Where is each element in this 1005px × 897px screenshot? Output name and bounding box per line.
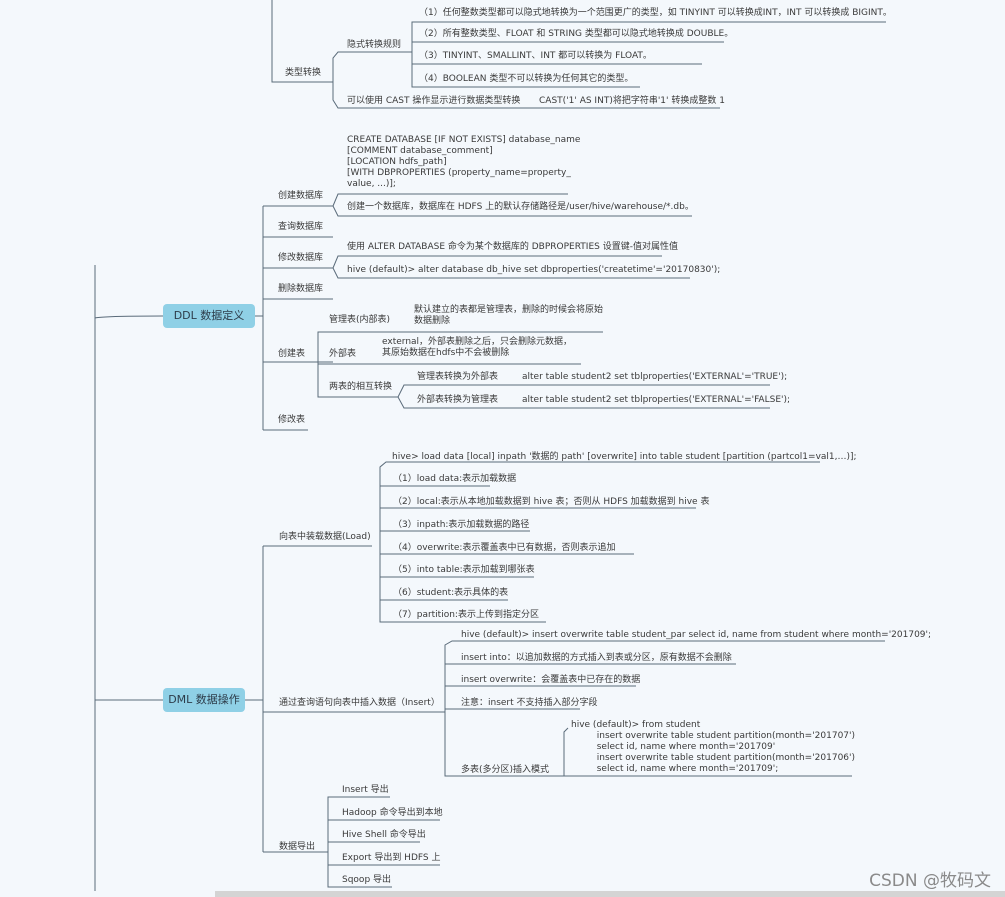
load-item-2[interactable]: （2）local:表示从本地加载数据到 hive 表；否则从 HDFS 加载数据…: [393, 497, 710, 507]
insert-into-note[interactable]: insert into：以追加数据的方式插入到表或分区，原有数据不会删除: [461, 653, 732, 663]
create-database-note[interactable]: 创建一个数据库，数据库在 HDFS 上的默认存储路径是/user/hive/wa…: [347, 202, 694, 212]
node-external-table[interactable]: 外部表: [329, 349, 357, 359]
implicit-rule-2[interactable]: （2）所有整数类型、FLOAT 和 STRING 类型都可以隐式地转换成 DOU…: [419, 29, 734, 39]
to-managed-command[interactable]: alter table student2 set tblproperties('…: [522, 395, 791, 405]
node-cast-example[interactable]: CAST('1' AS INT)将把字符串'1' 转换成整数 1: [539, 96, 725, 106]
node-cast-label[interactable]: 可以使用 CAST 操作显示进行数据类型转换: [347, 96, 521, 106]
export-item-5[interactable]: Sqoop 导出: [342, 875, 392, 885]
export-item-3[interactable]: Hive Shell 命令导出: [342, 830, 426, 840]
export-item-1[interactable]: Insert 导出: [342, 785, 389, 795]
load-item-1[interactable]: （1）load data:表示加载数据: [393, 474, 517, 484]
load-item-3[interactable]: （3）inpath:表示加载数据的路径: [393, 520, 530, 530]
load-item-7[interactable]: （7）partition:表示上传到指定分区: [393, 610, 539, 620]
export-item-2[interactable]: Hadoop 命令导出到本地: [342, 808, 443, 818]
watermark: CSDN @牧码文: [869, 871, 991, 891]
node-query-database[interactable]: 查询数据库: [278, 222, 324, 232]
node-to-external[interactable]: 管理表转换为外部表: [417, 372, 499, 382]
node-insert[interactable]: 通过查询语句向表中插入数据（Insert）: [279, 698, 440, 708]
node-alter-table[interactable]: 修改表: [278, 415, 306, 425]
load-item-5[interactable]: （5）into table:表示加载到哪张表: [393, 565, 535, 575]
node-table-conversion[interactable]: 两表的相互转换: [329, 382, 393, 392]
load-syntax[interactable]: hive> load data [local] inpath '数据的 path…: [392, 452, 857, 462]
alter-database-note[interactable]: 使用 ALTER DATABASE 命令为某个数据库的 DBPROPERTIES…: [347, 242, 678, 252]
node-implicit-rules[interactable]: 隐式转换规则: [347, 40, 402, 50]
insert-caution[interactable]: 注意：insert 不支持插入部分字段: [461, 698, 598, 708]
create-database-syntax[interactable]: CREATE DATABASE [IF NOT EXISTS] database…: [347, 135, 581, 189]
node-to-managed[interactable]: 外部表转换为管理表: [417, 395, 499, 405]
implicit-rule-3[interactable]: （3）TINYINT、SMALLINT、INT 都可以转换为 FLOAT。: [419, 51, 652, 61]
alter-database-example[interactable]: hive (default)> alter database db_hive s…: [347, 265, 721, 275]
node-create-database[interactable]: 创建数据库: [278, 191, 324, 201]
to-external-command[interactable]: alter table student2 set tblproperties('…: [522, 372, 788, 382]
external-table-note[interactable]: external，外部表删除之后，只会删除元数据， 其原始数据在hdfs中不会被…: [382, 337, 573, 358]
export-item-4[interactable]: Export 导出到 HDFS 上: [342, 853, 441, 863]
managed-table-note[interactable]: 默认建立的表都是管理表，删除的时候会将原始 数据删除: [414, 305, 604, 326]
implicit-rule-4[interactable]: （4）BOOLEAN 类型不可以转换为任何其它的类型。: [419, 74, 634, 84]
root-node-ddl[interactable]: DDL 数据定义: [163, 304, 255, 328]
node-alter-database[interactable]: 修改数据库: [278, 253, 324, 263]
root-node-dml[interactable]: DML 数据操作: [163, 688, 245, 712]
insert-overwrite-note[interactable]: insert overwrite：会覆盖表中已存在的数据: [461, 675, 641, 685]
node-export[interactable]: 数据导出: [279, 842, 316, 852]
insert-example[interactable]: hive (default)> insert overwrite table s…: [461, 630, 932, 640]
node-managed-table[interactable]: 管理表(内部表): [329, 315, 391, 325]
load-item-4[interactable]: （4）overwrite:表示覆盖表中已有数据，否则表示追加: [393, 543, 616, 553]
node-type-conversion[interactable]: 类型转换: [285, 68, 322, 78]
node-drop-database[interactable]: 删除数据库: [278, 284, 324, 294]
multi-insert-example[interactable]: hive (default)> from student insert over…: [571, 720, 856, 774]
node-multi-insert[interactable]: 多表(多分区)插入模式: [461, 765, 550, 775]
node-load[interactable]: 向表中装载数据(Load): [279, 532, 371, 542]
horizontal-scrollbar[interactable]: [215, 891, 1005, 897]
implicit-rule-1[interactable]: （1）任何整数类型都可以隐式地转换为一个范围更广的类型，如 TINYINT 可以…: [419, 8, 892, 18]
node-create-table[interactable]: 创建表: [278, 349, 306, 359]
load-item-6[interactable]: （6）student:表示具体的表: [393, 588, 509, 598]
